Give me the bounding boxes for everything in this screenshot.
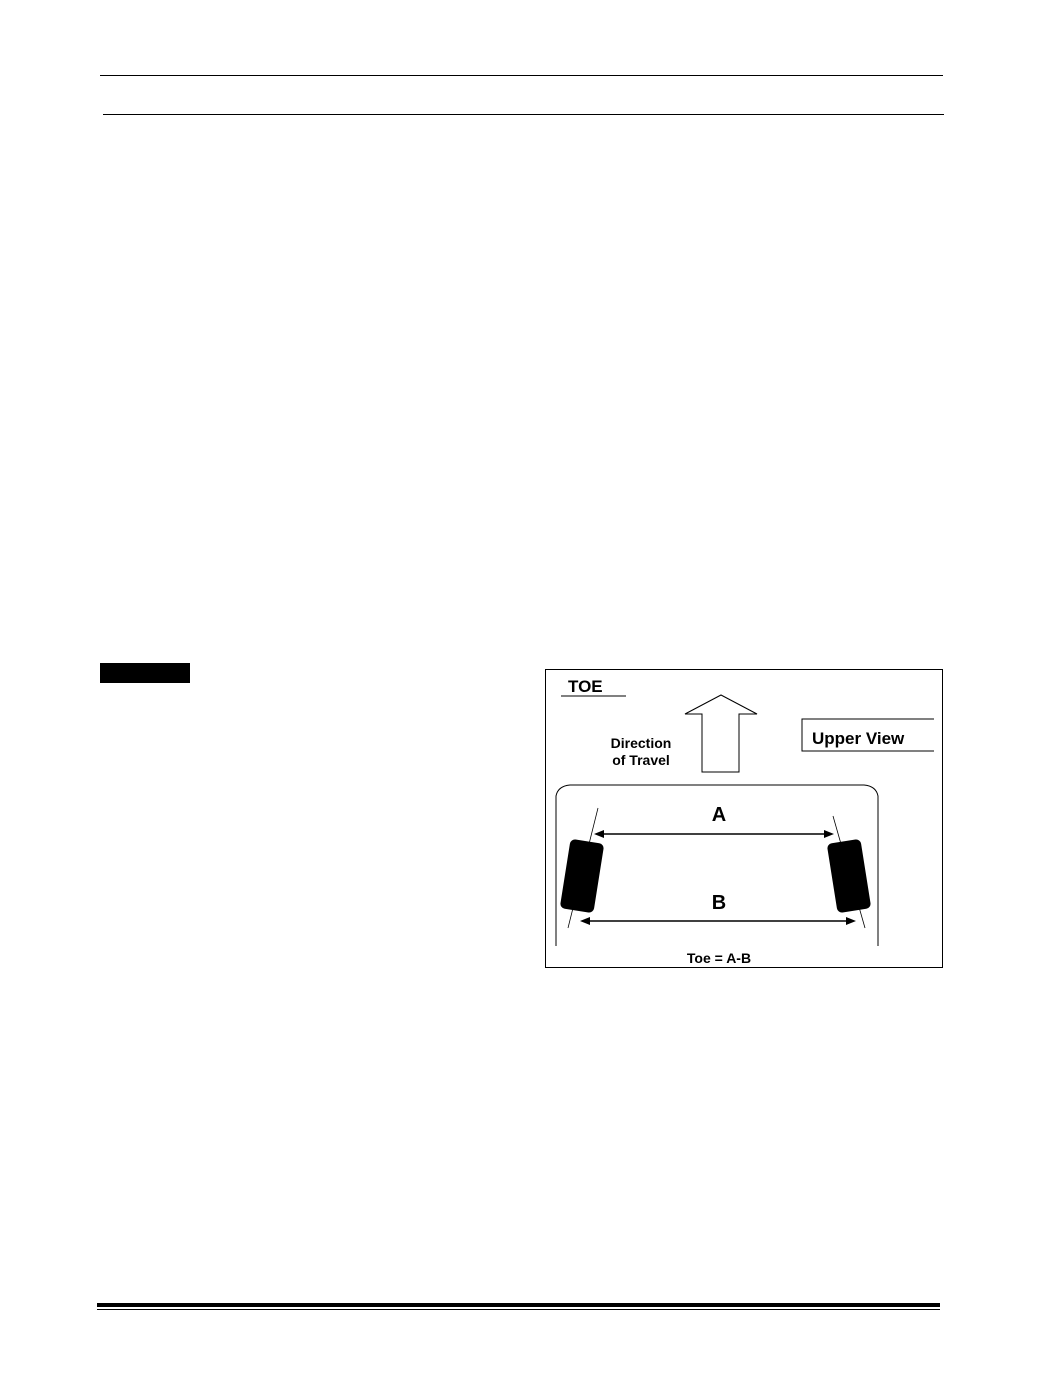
direction-arrow-icon	[684, 694, 758, 773]
dimension-b-arrow-left	[580, 917, 590, 925]
upper-view-label: Upper View	[812, 729, 905, 748]
header-rule-top	[100, 75, 943, 76]
toe-diagram-svg: TOE Direction of Travel Upper View A B T…	[555, 677, 934, 966]
left-wheel	[560, 839, 604, 913]
footer-rule-thick	[97, 1303, 940, 1307]
dimension-a-arrow-left	[594, 830, 604, 838]
toe-formula: Toe = A-B	[687, 950, 751, 966]
vehicle-body-outline	[555, 784, 879, 946]
header-rule-bottom	[103, 114, 944, 115]
right-wheel	[827, 839, 871, 913]
upper-view-frame	[801, 718, 934, 752]
figure-title: TOE	[568, 677, 603, 696]
section-tab	[100, 663, 190, 683]
direction-label-line1: Direction	[611, 735, 672, 751]
dimension-a-arrow-right	[824, 830, 834, 838]
toe-diagram: TOE Direction of Travel Upper View A B T…	[545, 669, 943, 968]
footer-rule-thin	[97, 1309, 940, 1310]
direction-label-line2: of Travel	[612, 752, 670, 768]
dimension-a-label: A	[712, 804, 726, 826]
dimension-b-label: B	[712, 892, 726, 914]
dimension-b-arrow-right	[846, 917, 856, 925]
